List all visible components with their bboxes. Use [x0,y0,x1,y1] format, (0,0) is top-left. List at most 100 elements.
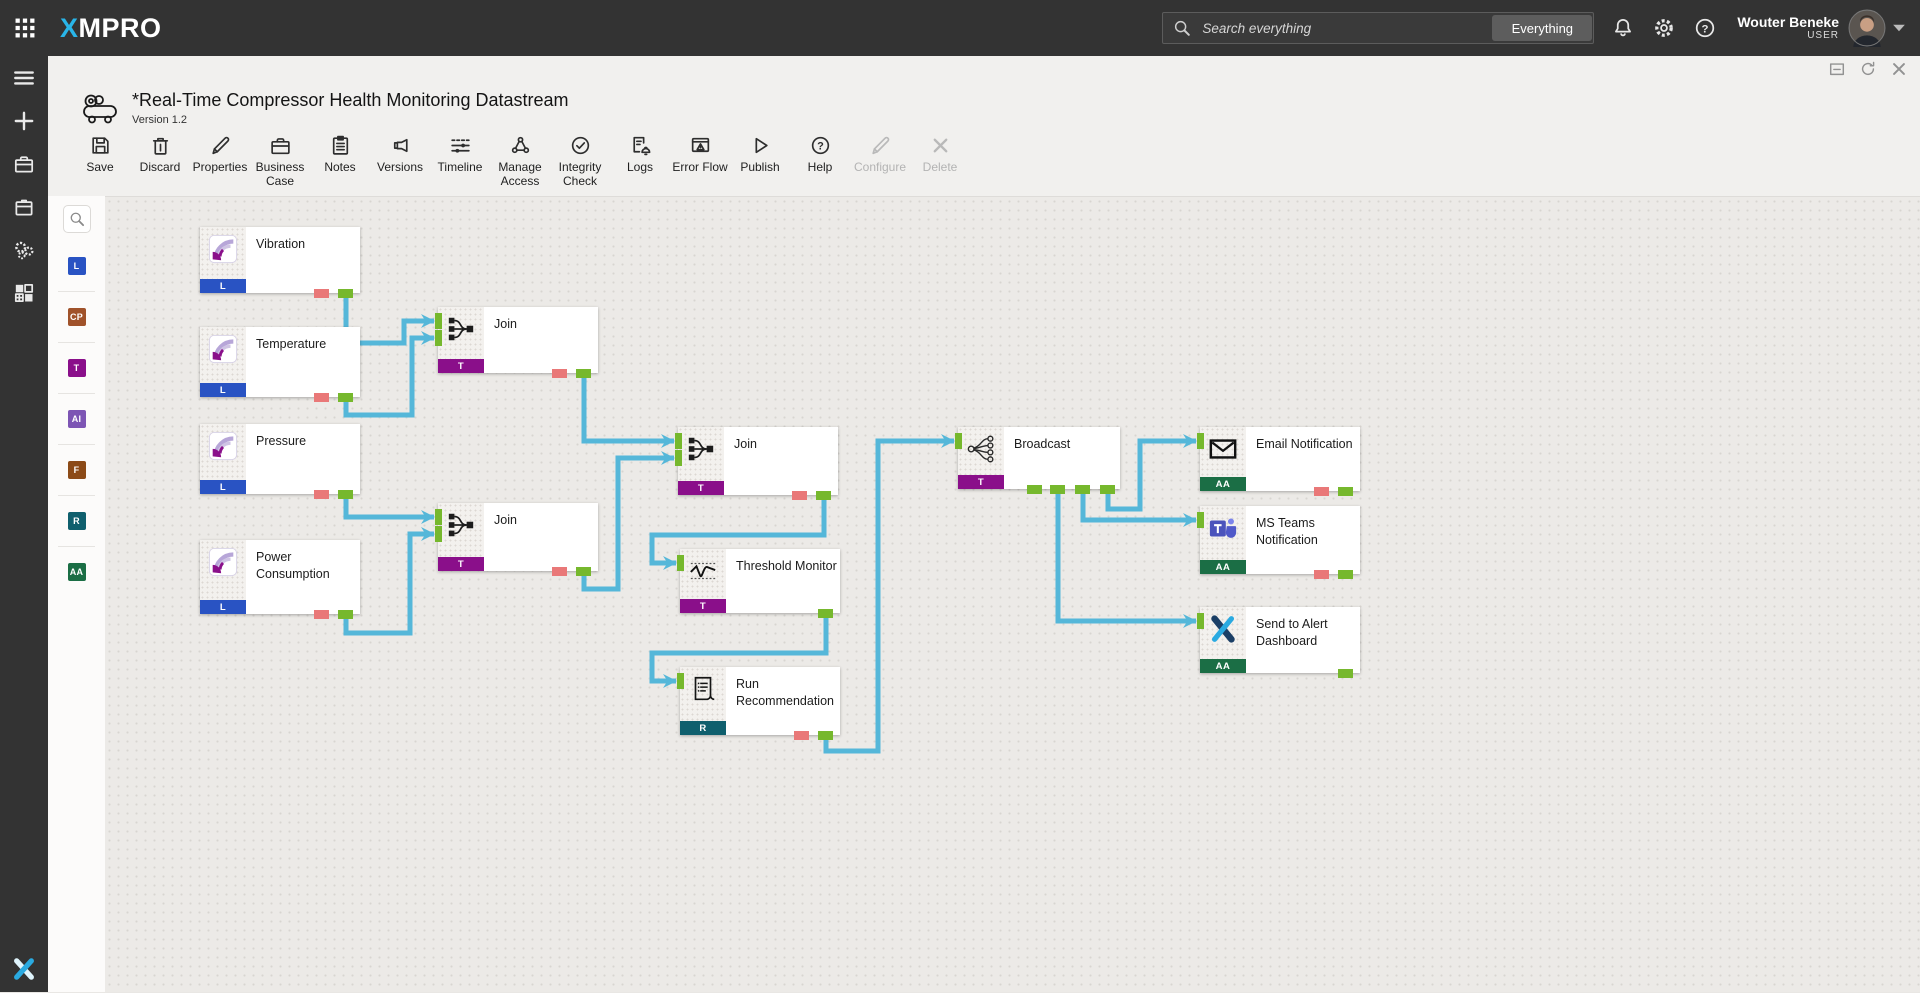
search-scope-button[interactable]: Everything [1492,15,1593,41]
error-port[interactable] [314,490,329,499]
app-launcher-icon[interactable] [12,15,38,41]
toolbar-business-case-button[interactable]: Business Case [250,134,310,189]
nav-menu-icon[interactable] [12,66,36,90]
toolbox-category-swatch-aa[interactable]: AA [67,563,86,581]
error-port[interactable] [1314,487,1329,496]
toolbar-integrity-check-button[interactable]: Integrity Check [550,134,610,189]
input-port-0[interactable] [677,673,684,689]
toolbar-error-flow-button[interactable]: Error Flow [670,134,730,189]
error-port[interactable] [794,731,809,740]
input-port-0[interactable] [1197,613,1204,629]
output-port-1[interactable] [1338,487,1353,496]
output-port-0[interactable] [1027,485,1042,494]
toolbox-category-swatch-cp[interactable]: CP [67,308,86,326]
node-title: Broadcast [1014,437,1071,451]
input-port-0[interactable] [1197,512,1204,528]
input-port-0[interactable] [435,509,442,525]
close-icon[interactable] [1890,60,1908,78]
help-icon[interactable]: ? [1693,16,1717,40]
output-port-1[interactable] [338,289,353,298]
nav-integrations-gears-icon[interactable] [12,238,36,262]
nav-package-icon[interactable] [12,195,36,219]
connection-broadcast-to-email-notification [1105,434,1197,512]
output-port-1[interactable] [818,731,833,740]
toolbar-versions-button[interactable]: Versions [370,134,430,189]
toolbar-notes-button[interactable]: Notes [310,134,370,189]
nav-briefcase-icon[interactable] [12,152,36,176]
input-port-1[interactable] [675,450,682,466]
error-port[interactable] [552,567,567,576]
output-port-1[interactable] [1338,570,1353,579]
svg-text:?: ? [817,140,824,152]
output-port-1[interactable] [338,490,353,499]
input-port-0[interactable] [675,433,682,449]
minimize-icon[interactable] [1828,60,1846,78]
toolbar-help-button[interactable]: ?Help [790,134,850,189]
output-port-1[interactable] [816,491,831,500]
toolbox-category-swatch-ai[interactable]: AI [67,410,86,428]
nav-add-icon[interactable] [12,109,36,133]
input-port-0[interactable] [1197,433,1204,449]
error-flow-icon [689,134,712,157]
error-port[interactable] [314,393,329,402]
output-port-2[interactable] [1075,485,1090,494]
toolbar-publish-button[interactable]: Publish [730,134,790,189]
output-port-3[interactable] [1100,485,1115,494]
toolbox-category-swatch-t[interactable]: T [67,359,86,377]
manage-access-icon [509,134,532,157]
toolbox-search-icon[interactable] [62,205,91,233]
page-title: *Real-Time Compressor Health Monitoring … [132,90,569,110]
avatar[interactable] [1848,9,1886,47]
error-port[interactable] [314,610,329,619]
output-port-0[interactable] [818,609,833,618]
toolbox-category-swatch-l[interactable]: L [67,257,86,275]
output-port-1[interactable] [338,610,353,619]
toolbar-timeline-button[interactable]: Timeline [430,134,490,189]
delete-x-icon [929,134,952,157]
output-port-1[interactable] [1050,485,1065,494]
input-port-0[interactable] [677,555,684,571]
input-port-0[interactable] [435,313,442,329]
toolbar-discard-button[interactable]: Discard [130,134,190,189]
toolbar-delete-button: Delete [910,134,970,189]
output-port-0[interactable] [1338,669,1353,678]
error-port[interactable] [314,289,329,298]
error-port[interactable] [792,491,807,500]
input-port-1[interactable] [435,330,442,346]
toolbar-logs-button[interactable]: Logs [610,134,670,189]
input-port-1[interactable] [435,526,442,542]
toolbox-category-swatch-f[interactable]: F [67,461,86,479]
notifications-bell-icon[interactable] [1611,16,1635,40]
search-input[interactable] [1200,19,1492,37]
user-info: Wouter Beneke USER [1737,14,1839,43]
settings-gear-icon[interactable] [1652,16,1676,40]
toolbar-properties-button[interactable]: Properties [190,134,250,189]
error-port[interactable] [552,369,567,378]
output-port-1[interactable] [576,567,591,576]
input-port-0[interactable] [955,433,962,449]
toolbar-manage-access-button[interactable]: Manage Access [490,134,550,189]
output-port-1[interactable] [576,369,591,378]
error-port[interactable] [1314,570,1329,579]
refresh-icon[interactable] [1859,60,1877,78]
notes-icon [329,134,352,157]
toolbox-category-swatch-r[interactable]: R [67,512,86,530]
user-menu-chevron-down-icon[interactable] [1892,23,1906,33]
toolbar-save-button[interactable]: Save [70,134,130,189]
output-port-1[interactable] [338,393,353,402]
nav-designer-tiles-icon[interactable] [12,281,36,305]
